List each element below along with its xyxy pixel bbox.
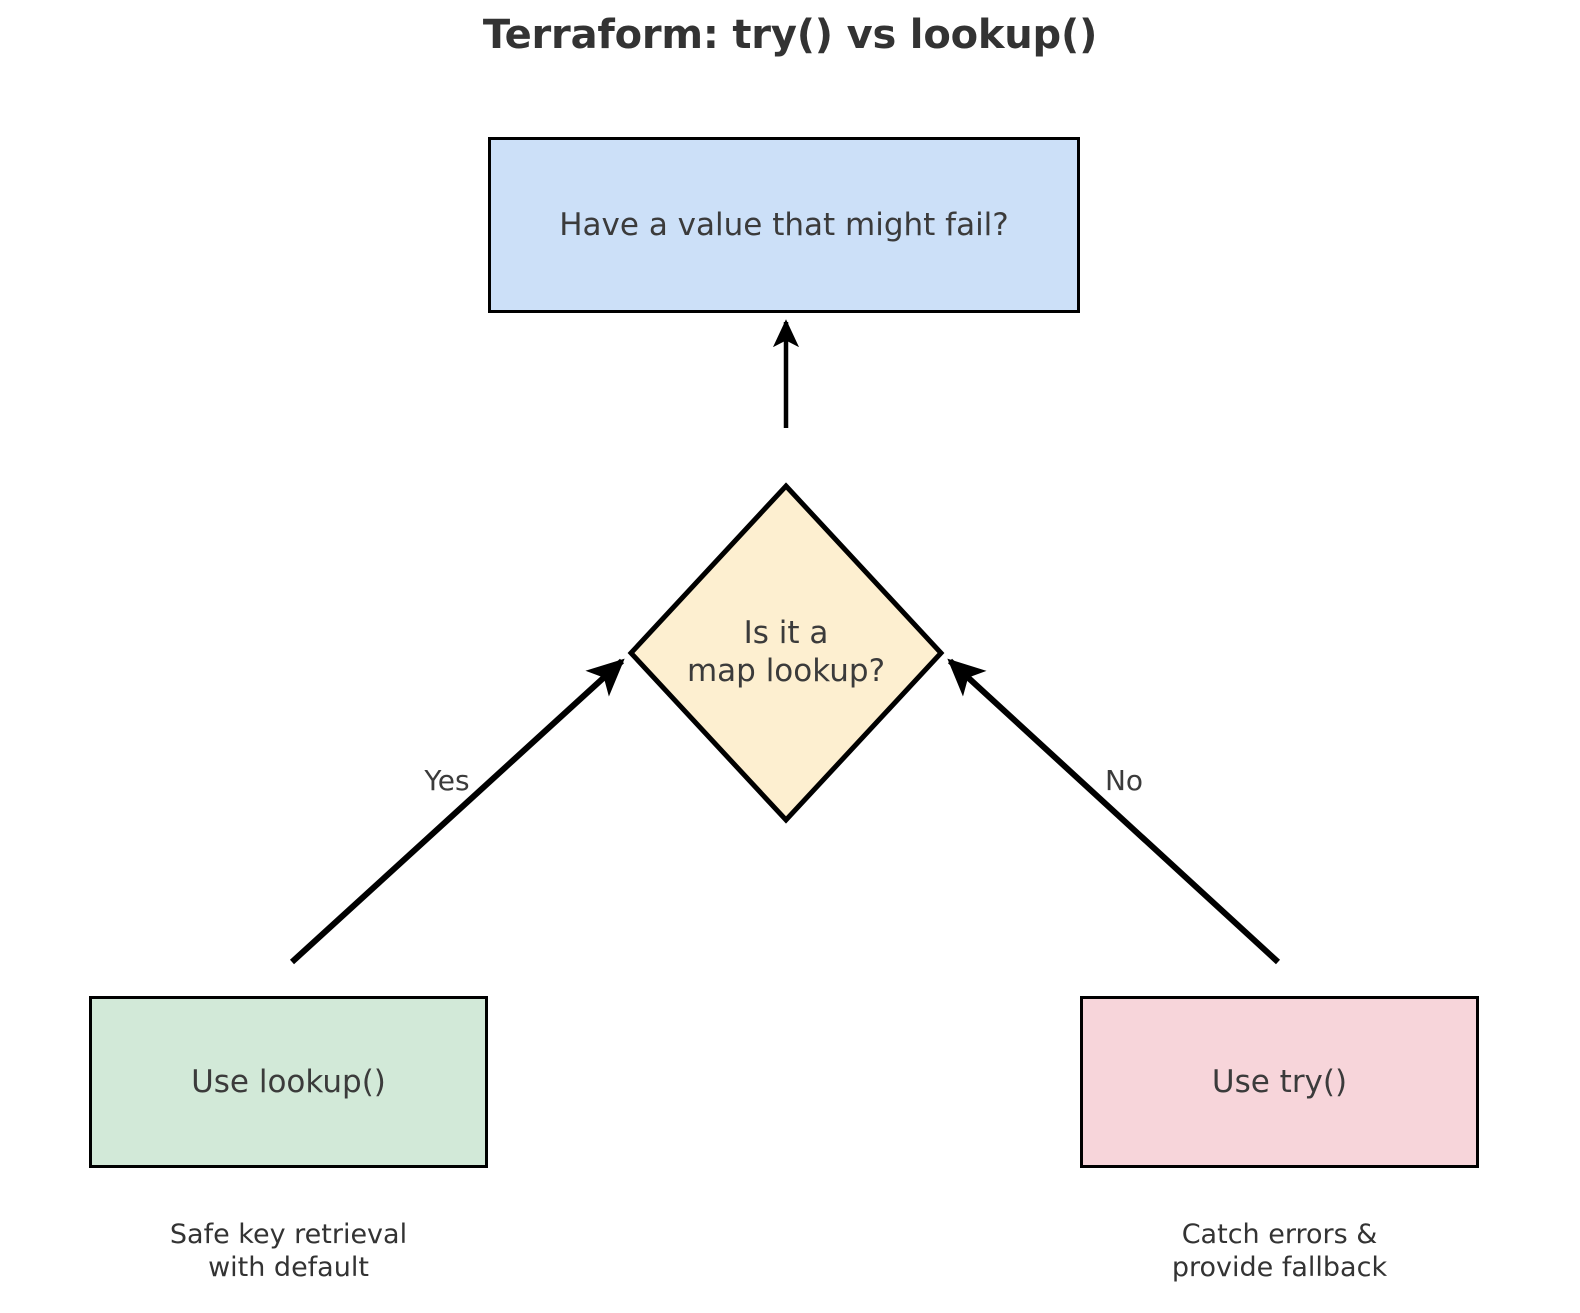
caption-use-try: Catch errors & provide fallback (1171, 1219, 1388, 1283)
node-use-try-label: Use try() (1211, 1063, 1348, 1100)
edge-lookup-to-decision (289, 658, 625, 965)
node-start-label: Have a value that might fail? (559, 206, 1009, 243)
edge-label-no: No (1104, 764, 1144, 797)
node-decision[interactable]: Is it a map lookup? (626, 481, 946, 825)
edge-try-to-decision (947, 658, 1281, 965)
node-start[interactable]: Have a value that might fail? (488, 137, 1080, 313)
node-decision-label: Is it a map lookup? (686, 615, 886, 689)
node-use-lookup-label: Use lookup() (191, 1063, 386, 1100)
node-use-try[interactable]: Use try() (1080, 996, 1479, 1168)
edge-label-yes: Yes (424, 764, 470, 797)
node-use-lookup[interactable]: Use lookup() (89, 996, 488, 1168)
diamond-shape (627, 482, 945, 824)
caption-use-lookup: Safe key retrieval with default (169, 1219, 408, 1283)
page-title: Terraform: try() vs lookup() (482, 12, 1098, 58)
